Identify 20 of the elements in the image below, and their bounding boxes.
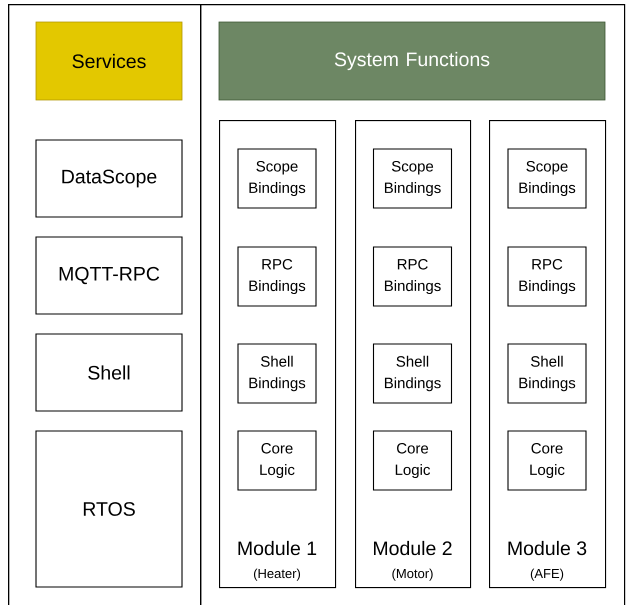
service-box: RTOS (35, 430, 183, 588)
service-box: Shell (35, 333, 183, 412)
service-box: MQTT-RPC (35, 236, 183, 315)
service-box: DataScope (35, 139, 183, 218)
binding-box: RPC Bindings (237, 246, 317, 307)
binding-box: Shell Bindings (507, 343, 587, 404)
binding-box: RPC Bindings (507, 246, 587, 307)
binding-box: Scope Bindings (372, 148, 452, 209)
panel-frame (8, 4, 202, 605)
binding-box: RPC Bindings (372, 246, 452, 307)
service-box: Services (36, 22, 182, 100)
binding-box: Scope Bindings (237, 148, 317, 209)
binding-box: Shell Bindings (237, 343, 317, 404)
binding-box: Scope Bindings (507, 148, 587, 209)
binding-box: Core Logic (237, 430, 317, 491)
panel-frame (200, 4, 626, 605)
binding-box: Core Logic (372, 430, 452, 491)
function-banner: System Functions (218, 22, 606, 100)
binding-box: Shell Bindings (372, 343, 452, 404)
binding-box: Core Logic (507, 430, 587, 491)
